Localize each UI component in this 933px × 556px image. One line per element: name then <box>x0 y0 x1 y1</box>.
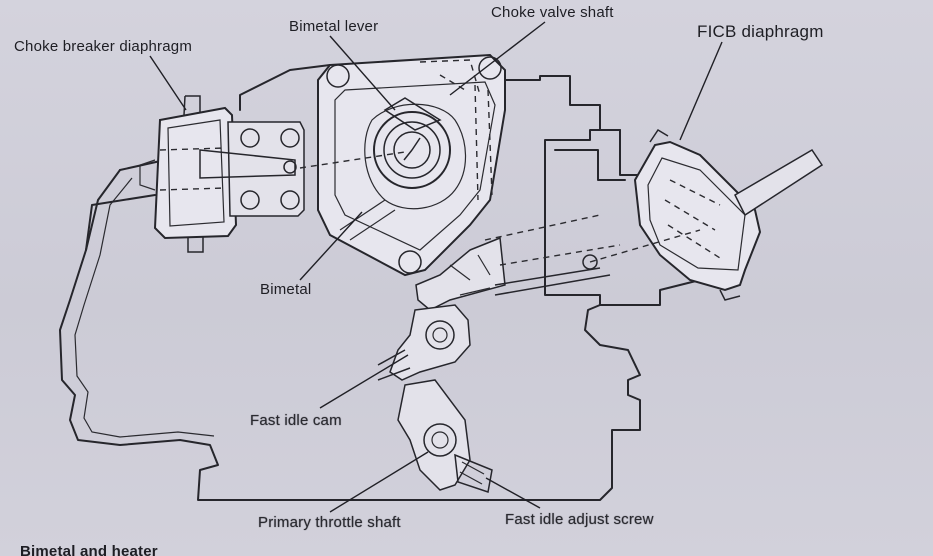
leader-ficb <box>679 41 723 141</box>
carburetor-body-inner <box>74 177 215 438</box>
label-choke-breaker-diaphragm: Choke breaker diaphragm <box>14 38 193 55</box>
label-fast-idle-adjust-screw: Fast idle adjust screw <box>505 511 654 528</box>
leader-fast-idle-screw <box>485 477 541 509</box>
label-choke-valve-shaft: Choke valve shaft <box>491 4 614 21</box>
leader-choke-shaft <box>449 21 546 96</box>
fast-idle-cam-shape <box>389 304 471 381</box>
carburetor-body-outline <box>59 169 641 501</box>
bimetal-housing <box>317 53 506 277</box>
leader-fast-idle-cam <box>319 354 409 409</box>
label-fast-idle-cam: Fast idle cam <box>250 412 342 429</box>
ficb-diaphragm <box>582 128 824 301</box>
label-bimetal-lever: Bimetal lever <box>289 18 379 35</box>
leader-bimetal <box>299 211 363 281</box>
leader-primary-shaft <box>329 451 429 513</box>
label-bimetal: Bimetal <box>260 281 312 298</box>
figure-caption: Bimetal and heater <box>20 543 158 556</box>
label-ficb-diaphragm: FICB diaphragm <box>697 22 824 41</box>
leader-bimetal-lever <box>329 35 396 111</box>
choke-breaker-diaphragm <box>139 95 305 253</box>
label-primary-throttle-shaft: Primary throttle shaft <box>258 514 401 531</box>
left-inlet-tube <box>85 159 166 251</box>
leader-choke-breaker <box>149 55 187 111</box>
linkage <box>299 151 621 493</box>
carburetor-top-flange <box>239 64 641 176</box>
right-body-block <box>544 129 701 306</box>
